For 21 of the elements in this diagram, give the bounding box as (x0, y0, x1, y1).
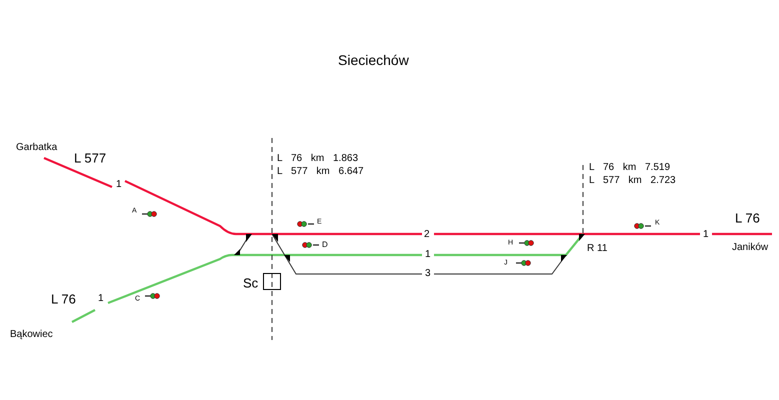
station-label: R 11 (587, 244, 608, 254)
track-number: 1 (98, 294, 104, 304)
track-number: 1 (425, 250, 431, 260)
kilometre-note: L 577 km 6.647 (277, 167, 364, 177)
place-name: Garbatka (16, 143, 58, 153)
line-number: L 76 (51, 292, 76, 306)
signal-label: D (322, 241, 328, 249)
line-number: L 577 (74, 152, 106, 164)
track-number: 1 (116, 180, 122, 190)
place-name: Bąkowiec (10, 330, 53, 340)
track-number: 2 (424, 230, 430, 240)
line-number: L 76 (735, 212, 760, 224)
kilometre-note: L 76 km 1.863 (277, 154, 358, 164)
track-number: 1 (703, 230, 709, 240)
signal-box (263, 273, 281, 290)
place-name: Janików (732, 243, 768, 253)
kilometre-note: L 577 km 2.723 (589, 176, 676, 186)
track-number: 3 (425, 269, 431, 279)
kilometre-note: L 76 km 7.519 (589, 163, 670, 173)
box-label: Sc (243, 276, 258, 290)
title: Sieciechów (338, 53, 409, 67)
